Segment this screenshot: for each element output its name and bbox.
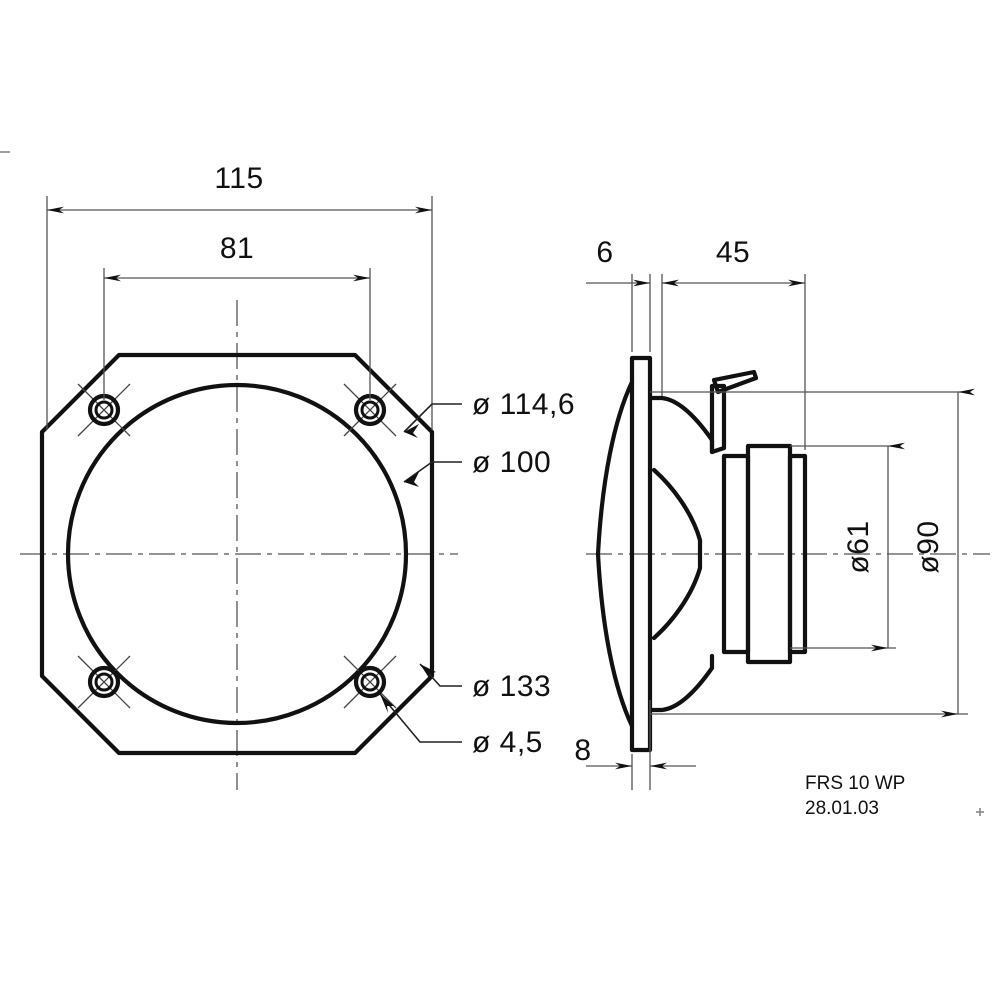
- dimension-label-overall-width: 115: [214, 162, 263, 195]
- leader-outer-diameter: ø 133: [419, 663, 551, 703]
- part-label: FRS 10 WP: [805, 773, 905, 794]
- dimension-bolt-spacing: 81: [103, 232, 371, 400]
- title-block: FRS 10 WP 28.01.03: [805, 773, 905, 819]
- date-label: 28.01.03: [805, 798, 879, 819]
- leader-cutout-diameter: ø 114,6: [403, 388, 575, 438]
- basket-wall-lower: [647, 653, 715, 713]
- dimension-label-basket-diameter: ø90: [912, 520, 945, 573]
- dimension-flange-thickness: 6: [586, 236, 651, 352]
- screw-hole-bottom-left: [77, 655, 131, 709]
- surround-lower: [595, 551, 635, 729]
- flange-plate-outline: [39, 352, 435, 756]
- cutout-circle: [65, 382, 409, 726]
- leader-cone-diameter: ø 100: [403, 446, 551, 487]
- dimension-basket-diameter: ø90: [650, 388, 975, 718]
- terminal-tab: [711, 369, 759, 395]
- screw-hole-bottom-right: [343, 655, 397, 709]
- cone-profile-upper: [651, 467, 703, 557]
- dimension-body-depth: 45: [661, 236, 806, 450]
- magnet-body: [745, 443, 793, 665]
- dimension-label-flange-thickness: 6: [596, 236, 613, 269]
- dimension-label-outer-diameter: ø 133: [472, 670, 551, 703]
- dimension-magnet-diameter: ø61: [790, 442, 905, 652]
- leader-screw-hole-diameter: ø 4,5: [379, 693, 543, 759]
- dimension-label-screw-hole-diameter: ø 4,5: [472, 726, 543, 759]
- magnet-back-plate: [787, 453, 808, 655]
- cone-profile-lower: [651, 551, 703, 641]
- dimension-label-cutout-diameter: ø 114,6: [472, 388, 575, 421]
- front-view: 115 81 ø 114,6 ø 100: [20, 162, 575, 790]
- dimension-label-cone-diameter: ø 100: [472, 446, 551, 479]
- side-view: 6 45 8 ø61: [574, 236, 990, 790]
- sheet-corner-marks: [0, 151, 984, 816]
- dimension-label-body-depth: 45: [716, 236, 750, 269]
- surround-upper: [595, 379, 635, 557]
- basket-wall-upper: [647, 395, 715, 455]
- dimension-overall-width: 115: [46, 162, 433, 430]
- dimension-label-terminal-offset: 8: [574, 734, 591, 767]
- dimension-label-bolt-spacing: 81: [220, 232, 254, 265]
- dimension-terminal-offset: 8: [574, 700, 696, 790]
- terminal-post: [709, 383, 727, 455]
- front-view-centerlines: [20, 300, 458, 790]
- dimension-label-magnet-diameter: ø61: [842, 520, 875, 573]
